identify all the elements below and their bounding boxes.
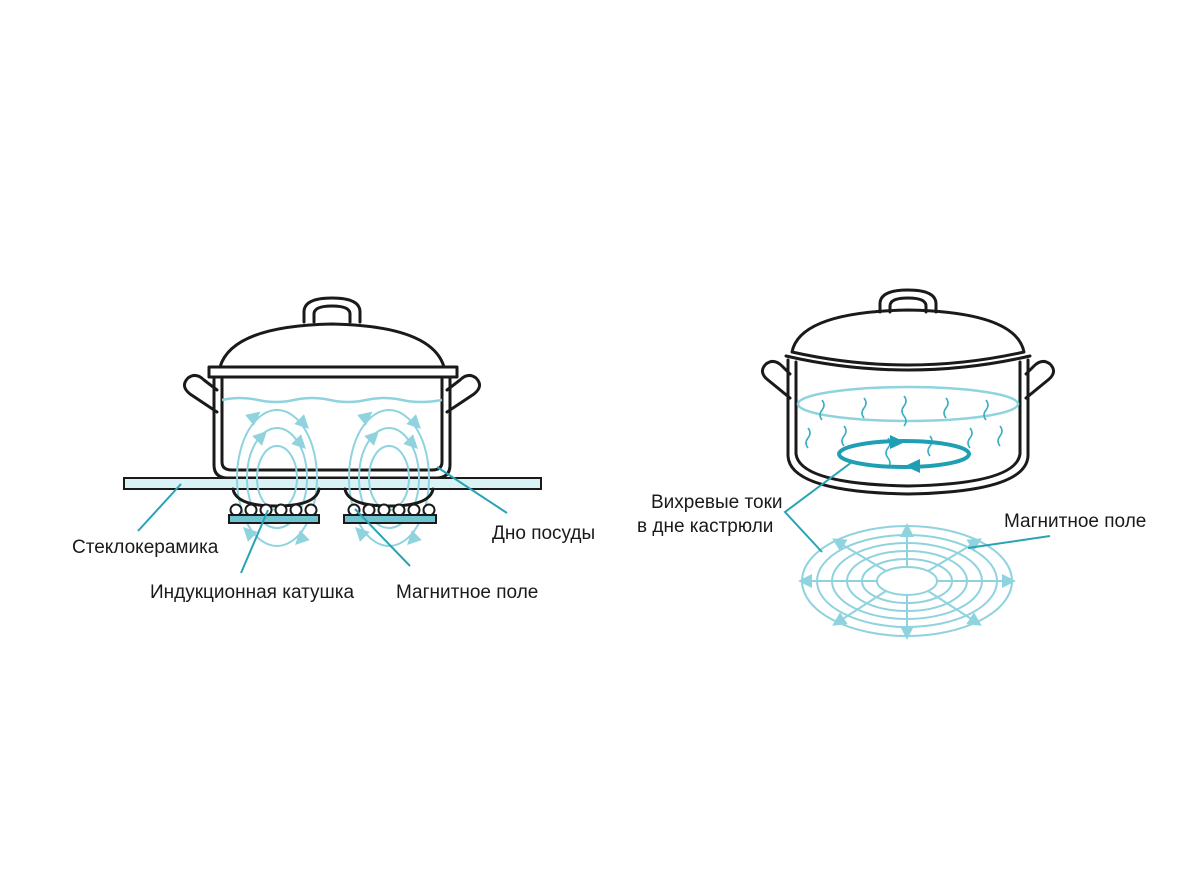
right-pot-scene bbox=[761, 288, 1055, 640]
label-induction-coil: Индукционная катушка bbox=[150, 582, 354, 603]
label-glass-ceramic: Стеклокерамика bbox=[72, 537, 219, 558]
pot-handle-right bbox=[445, 373, 481, 414]
eddy-arrow-bottom bbox=[905, 459, 920, 473]
eddy-arrow-top bbox=[890, 435, 905, 449]
leader-magnetic-field-right bbox=[967, 535, 1051, 549]
pot-handle-left bbox=[183, 373, 219, 414]
label-eddy-currents-line1: Вихревые токи bbox=[651, 492, 783, 513]
magnetic-field-right-coil bbox=[348, 409, 430, 547]
glass-ceramic-plate bbox=[123, 477, 542, 490]
leader-magnetic-field-left bbox=[354, 508, 411, 567]
lid-knob-right bbox=[878, 288, 938, 314]
coil-cup-right bbox=[343, 487, 435, 508]
coil-plate-right bbox=[343, 514, 437, 524]
pot-handle-left-right bbox=[761, 359, 792, 400]
label-cookware-bottom: Дно посуды bbox=[492, 523, 595, 544]
label-magnetic-field-left: Магнитное поле bbox=[396, 582, 538, 603]
leader-cookware-bottom bbox=[436, 466, 508, 514]
lid-knob bbox=[302, 296, 362, 324]
magnetic-field-left-coil bbox=[236, 409, 318, 547]
eddy-current-ring bbox=[837, 439, 971, 469]
label-eddy-currents-line2: в дне кастрюли bbox=[637, 516, 773, 537]
pot-body-right bbox=[786, 358, 1030, 496]
leader-induction-coil bbox=[240, 509, 269, 574]
left-pot-scene bbox=[123, 296, 542, 574]
pot-rim bbox=[207, 365, 459, 379]
label-magnetic-field-right: Магнитное поле bbox=[1004, 511, 1146, 532]
induction-coil-windings bbox=[229, 503, 436, 517]
leader-eddy-currents bbox=[783, 461, 853, 553]
magnetic-field-rings bbox=[798, 523, 1016, 640]
heat-waves bbox=[805, 395, 1003, 469]
leader-glass-ceramic bbox=[137, 483, 182, 532]
pot-lid-right bbox=[790, 308, 1026, 367]
pot-handle-right-right bbox=[1024, 359, 1055, 400]
pot-lid bbox=[218, 322, 446, 369]
water-surface-right bbox=[796, 385, 1020, 423]
coil-plate-left bbox=[228, 514, 320, 524]
water-surface bbox=[221, 396, 443, 404]
